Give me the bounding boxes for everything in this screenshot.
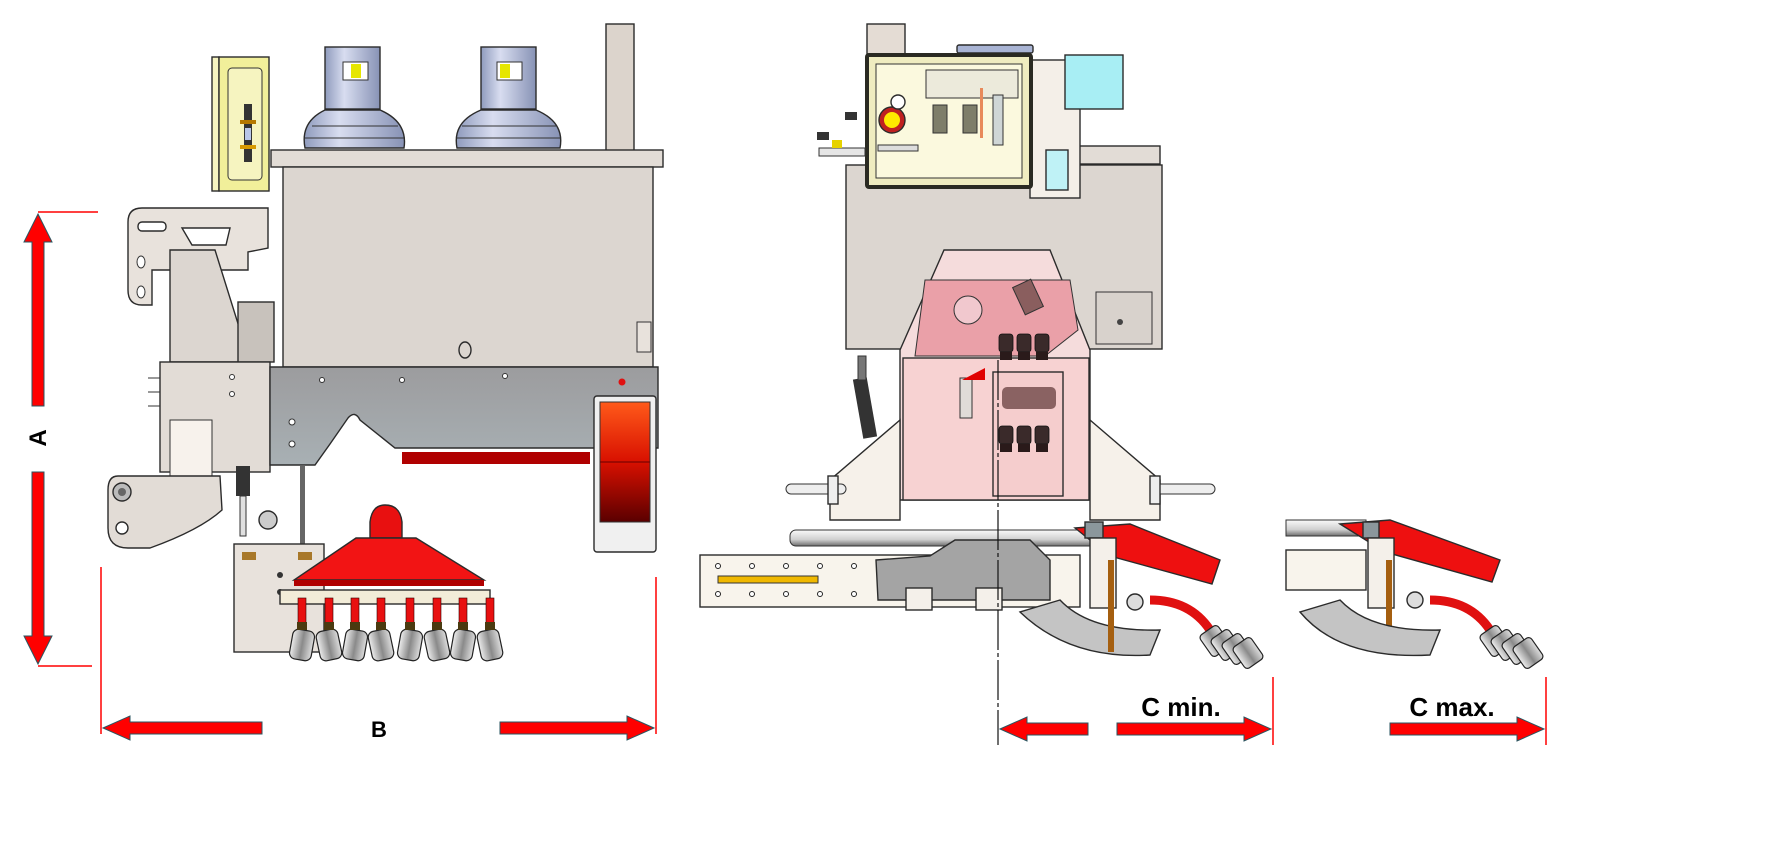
arrow-a-down	[23, 471, 53, 666]
chassis-beam	[269, 366, 659, 466]
nozzle-tip	[449, 628, 477, 662]
control-box	[211, 56, 270, 192]
rail-hole	[749, 563, 755, 569]
nozzle-fitting	[405, 622, 415, 630]
rail-hole	[715, 591, 721, 597]
solenoid-connector	[1018, 444, 1030, 452]
rail-hole	[749, 591, 755, 597]
hopper-body	[282, 166, 654, 368]
nozzle-hose	[458, 597, 468, 625]
side-nozzle-group	[288, 597, 504, 662]
spray-nozzle	[449, 597, 477, 662]
solenoid-connector	[1000, 444, 1012, 452]
nozzle-fitting	[376, 622, 386, 630]
nozzle-tip	[315, 628, 343, 662]
max-nozzle-group	[1479, 625, 1544, 669]
dimension-c-max-label: C max.	[1409, 692, 1494, 722]
regulator-panel	[865, 53, 1033, 189]
nozzle-hose	[297, 597, 307, 625]
nozzle-tip	[476, 628, 504, 662]
nozzle-arm-max	[1285, 519, 1501, 657]
nozzle-arm-min	[1073, 521, 1221, 652]
rail-hole	[817, 563, 823, 569]
solenoid-group-bottom	[998, 425, 1050, 452]
dimension-c-min: C min.	[998, 677, 1274, 745]
dimension-c-min-label: C min.	[1141, 692, 1220, 722]
arrow-b-right	[499, 715, 656, 741]
dimension-b: B	[100, 567, 657, 742]
arrow-a-up	[23, 212, 53, 407]
solenoid-coil	[998, 425, 1014, 445]
solenoid-connector	[1000, 352, 1012, 360]
hopper-lid	[270, 149, 664, 168]
nozzle-hose	[350, 597, 360, 625]
nozzle-hose	[405, 597, 415, 625]
min-nozzle-group	[1199, 625, 1264, 669]
spray-nozzle	[288, 597, 316, 662]
gas-cylinder-1	[303, 46, 406, 149]
spray-nozzle	[341, 597, 369, 662]
dimension-c-max: C max.	[1389, 677, 1547, 745]
rail-hole	[783, 563, 789, 569]
spray-nozzle	[476, 597, 504, 662]
arrow-c-min-left	[998, 716, 1089, 742]
exhaust-pipe	[605, 23, 635, 153]
hose-reel	[593, 395, 657, 553]
solenoid-connector	[1036, 444, 1048, 452]
front-view	[699, 23, 1544, 745]
dimension-a-label: A	[25, 429, 52, 446]
rail-hole	[817, 591, 823, 597]
arrow-c-max-right	[1389, 716, 1546, 742]
nozzle-tip	[288, 628, 316, 662]
hydraulic-cylinder	[852, 377, 878, 439]
inlet-valves	[817, 112, 866, 157]
nozzle-hose	[485, 597, 495, 625]
nozzle-hose	[324, 597, 334, 625]
nozzle-tip	[367, 628, 395, 662]
exhaust-pipe-front	[866, 23, 906, 55]
nozzle-fitting	[485, 622, 495, 630]
gas-cylinder-2	[455, 46, 562, 149]
solenoid-connector	[1018, 352, 1030, 360]
spray-nozzle	[367, 597, 395, 662]
rail-hole	[851, 563, 857, 569]
angled-nozzle	[1232, 637, 1264, 669]
angled-nozzle	[1512, 637, 1544, 669]
nozzle-fitting	[350, 622, 360, 630]
spray-nozzle	[423, 597, 451, 662]
arrow-b-left	[101, 715, 263, 741]
solenoid-group-top	[998, 333, 1050, 360]
spray-nozzle	[315, 597, 343, 662]
nozzle-fitting	[458, 622, 468, 630]
dimension-a: A	[23, 211, 98, 667]
nozzle-hose	[432, 597, 442, 625]
nozzle-fitting	[297, 622, 307, 630]
solenoid-coil	[1016, 425, 1032, 445]
solenoid-connector	[1036, 352, 1048, 360]
solenoid-coil	[1034, 333, 1050, 353]
rail-hole	[715, 563, 721, 569]
nozzle-fitting	[324, 622, 334, 630]
arrow-c-min-right	[1116, 716, 1273, 742]
nozzle-tip	[396, 628, 424, 662]
nozzle-tip	[423, 628, 451, 662]
tow-hitch-plate	[107, 475, 223, 549]
nozzle-tip	[341, 628, 369, 662]
side-view	[107, 23, 664, 662]
carriage-plate	[875, 539, 1051, 601]
spray-hood	[291, 504, 487, 586]
dimension-b-label: B	[371, 717, 387, 742]
solenoid-coil	[1034, 425, 1050, 445]
rail-hole	[851, 591, 857, 597]
cyan-junction-box	[1064, 54, 1124, 110]
solenoid-coil	[1016, 333, 1032, 353]
solenoid-coil	[998, 333, 1014, 353]
nozzle-fitting	[432, 622, 442, 630]
spray-nozzle	[396, 597, 424, 662]
rail-hole	[783, 591, 789, 597]
nozzle-hose	[376, 597, 386, 625]
rail-hole-group	[715, 563, 857, 597]
